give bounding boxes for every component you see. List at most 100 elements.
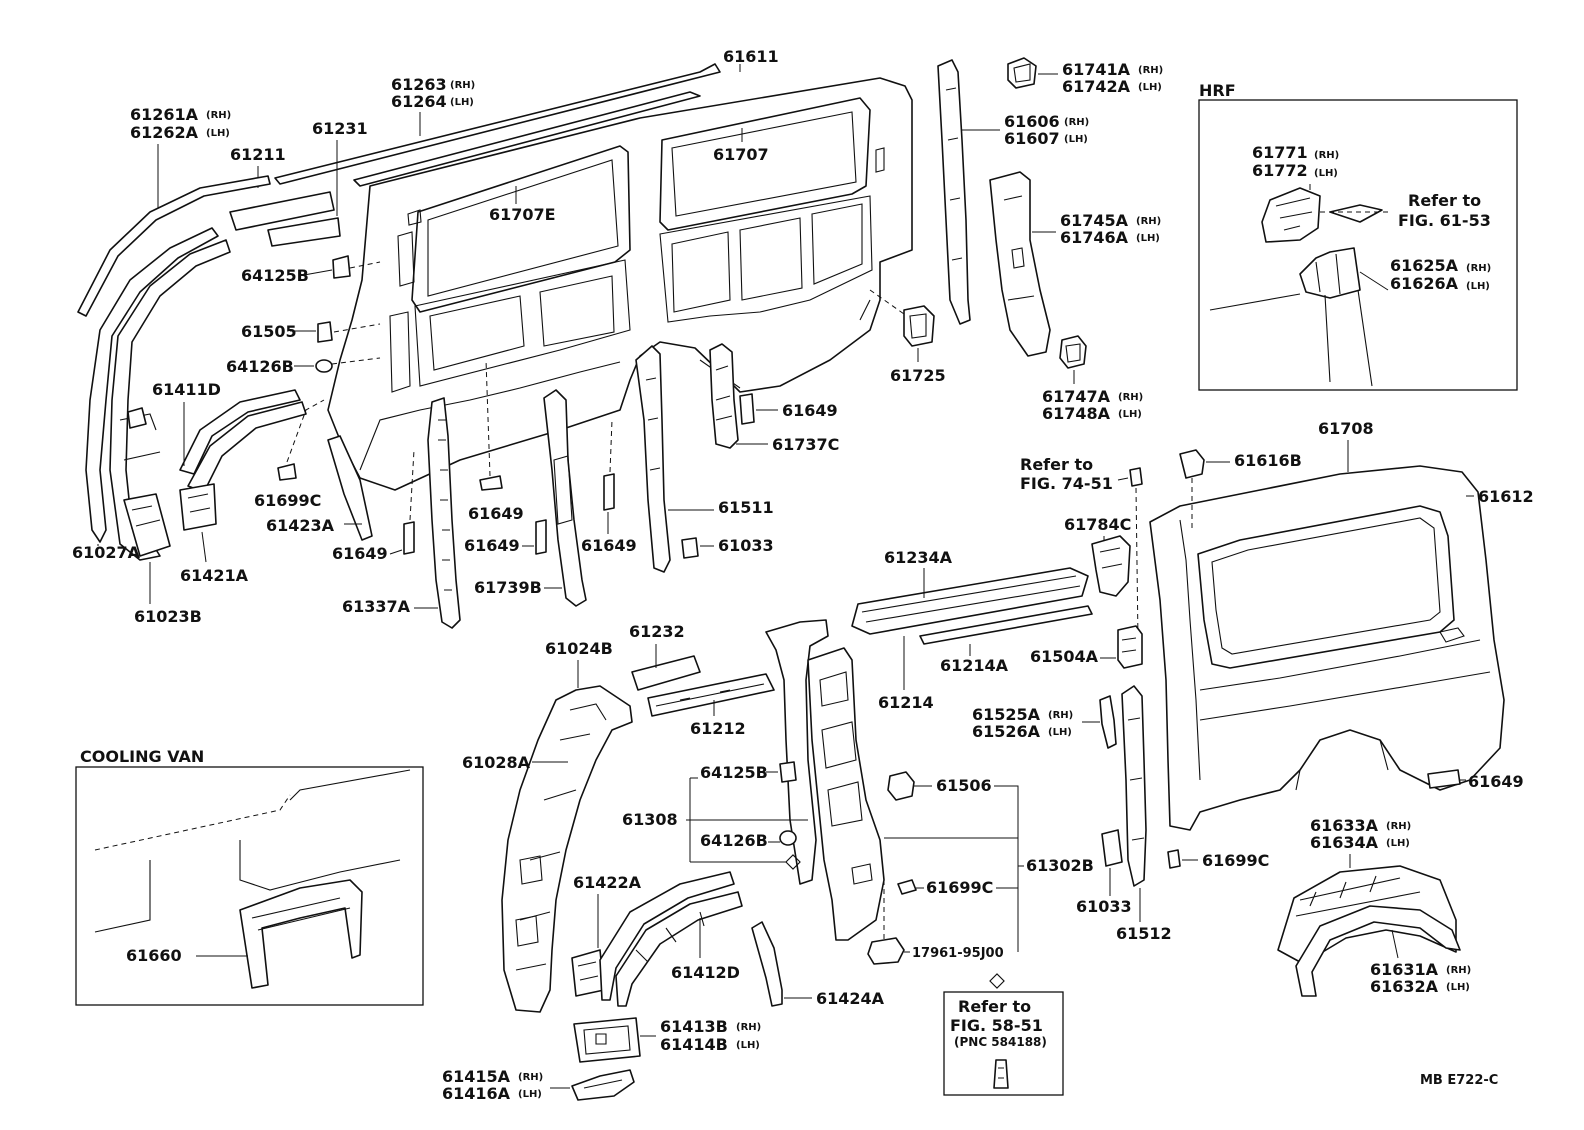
label-61631A: 61631A (1370, 960, 1439, 979)
label-17961: 17961-95J00 (912, 946, 1004, 961)
label-64125B-bot: 64125B (700, 763, 768, 782)
ref-fig-61-53-line1: Refer to (1408, 191, 1481, 210)
part-61649-right: 61649 (1427, 769, 1524, 791)
side-61416A: (LH) (518, 1089, 542, 1100)
diagram-code: MB E722-C (1420, 1073, 1498, 1088)
wheelhouse-61633A: 61633A (RH) 61634A (LH) 61631A (RH) 6163… (1277, 816, 1471, 997)
ref-fig-61-53-line2: FIG. 61-53 (1398, 211, 1491, 230)
label-61626A: 61626A (1390, 274, 1459, 293)
label-61607: 61607 (1004, 129, 1060, 148)
side-61771: (RH) (1314, 150, 1339, 161)
part-61504A: 61504A (1030, 625, 1143, 669)
label-61308: 61308 (622, 810, 678, 829)
part-61737C: 61649 61737C (709, 343, 839, 454)
label-61699C-right: 61699C (1202, 851, 1269, 870)
label-61699C-mid: 61699C (926, 878, 993, 897)
label-61506: 61506 (936, 776, 992, 795)
side-61261A: (RH) (206, 110, 231, 121)
label-61211: 61211 (230, 145, 286, 164)
side-61415A: (RH) (518, 1072, 543, 1083)
label-61424A: 61424A (816, 989, 885, 1008)
ref-fig-58-51-line1: Refer to (958, 997, 1031, 1016)
ref-fig-58-51-pnc: (PNC 584188) (954, 1035, 1047, 1049)
label-61660: 61660 (126, 946, 182, 965)
label-61261A: 61261A (130, 105, 199, 124)
ref-fig-74-51-line1: Refer to (1020, 455, 1093, 474)
side-61742A: (LH) (1138, 82, 1162, 93)
label-61504A: 61504A (1030, 647, 1099, 666)
left-pillar-assembly: 61027A 61023B (72, 227, 231, 626)
side-61748A: (LH) (1118, 409, 1142, 420)
part-61745A: 61745A (RH) 61746A (LH) (989, 171, 1161, 357)
label-61611: 61611 (723, 47, 779, 66)
side-61264: (LH) (450, 97, 474, 108)
label-61707E: 61707E (489, 205, 556, 224)
label-61411D: 61411D (152, 380, 221, 399)
label-61262A: 61262A (130, 123, 199, 142)
label-61649-b: 61649 (468, 504, 524, 523)
label-64126B-top: 64126B (226, 357, 294, 376)
label-61423A: 61423A (266, 516, 335, 535)
label-61422A: 61422A (573, 873, 642, 892)
label-61027A: 61027A (72, 543, 141, 562)
label-61214: 61214 (878, 693, 934, 712)
small-parts-left: 64125B 61505 64126B 61699C 61423A 61649 (226, 255, 415, 563)
label-61784C: 61784C (1064, 515, 1131, 534)
side-61525A: (RH) (1048, 710, 1073, 721)
label-61416A: 61416A (442, 1084, 511, 1103)
side-61634A: (LH) (1386, 838, 1410, 849)
label-61033-bot: 61033 (1076, 897, 1132, 916)
rocker-61234A: 61234A 61214A 61214 (851, 548, 1093, 712)
label-61649-e: 61649 (782, 401, 838, 420)
pillar-61337A: 61337A (342, 397, 461, 629)
label-61526A: 61526A (972, 722, 1041, 741)
label-61649-a: 61649 (332, 544, 388, 563)
label-61625A: 61625A (1390, 256, 1459, 275)
side-61747A: (RH) (1118, 392, 1143, 403)
part-61747A: 61747A (RH) 61748A (LH) (1042, 335, 1143, 423)
label-61525A: 61525A (972, 705, 1041, 724)
hrf-header: HRF (1199, 81, 1236, 100)
wheel-arch-61411D: 61411D 61421A (152, 380, 307, 585)
label-61745A: 61745A (1060, 211, 1129, 230)
label-61024B: 61024B (545, 639, 613, 658)
parts-61232-61212: 61232 61212 (629, 622, 775, 738)
label-61725: 61725 (890, 366, 946, 385)
side-61263: (RH) (450, 80, 475, 91)
label-61214A: 61214A (940, 656, 1009, 675)
ref-fig-74-51-line2: FIG. 74-51 (1020, 474, 1113, 493)
label-61707: 61707 (713, 145, 769, 164)
label-61263: 61263 (391, 75, 447, 94)
upper-left-rails (77, 175, 341, 317)
side-61631A: (RH) (1446, 965, 1471, 976)
label-61505: 61505 (241, 322, 297, 341)
label-61748A: 61748A (1042, 404, 1111, 423)
hrf-inset: HRF 61771 (RH) 61772 (LH) Refer to FIG. … (1198, 81, 1518, 391)
cooling-van-header: COOLING VAN (80, 747, 204, 766)
label-61414B: 61414B (660, 1035, 728, 1054)
label-61633A: 61633A (1310, 816, 1379, 835)
label-61023B: 61023B (134, 607, 202, 626)
side-61606: (RH) (1064, 117, 1089, 128)
label-61742A: 61742A (1062, 77, 1131, 96)
label-61337A: 61337A (342, 597, 411, 616)
label-61412D: 61412D (671, 963, 740, 982)
ref-58-51-box: Refer to FIG. 58-51 (PNC 584188) (943, 973, 1064, 1096)
label-61302B: 61302B (1026, 856, 1094, 875)
side-61626A: (LH) (1466, 281, 1490, 292)
side-61746A: (LH) (1136, 233, 1160, 244)
label-61616B: 61616B (1234, 451, 1302, 470)
wheel-arch-61412D: 61422A 61412D 61424A (571, 871, 885, 1008)
label-61632A: 61632A (1370, 977, 1439, 996)
side-61633A: (RH) (1386, 821, 1411, 832)
cooling-van-inset: COOLING VAN 61660 (75, 747, 424, 1006)
label-61649-f: 61649 (1468, 772, 1524, 791)
label-61264: 61264 (391, 92, 447, 111)
label-61415A: 61415A (442, 1067, 511, 1086)
label-61028A: 61028A (462, 753, 531, 772)
pillar-61606: 61606 (RH) 61607 (LH) (937, 59, 1089, 325)
parts-61649-61739B: 61649 61649 61739B 61649 (464, 359, 637, 607)
side-61625A: (RH) (1466, 263, 1491, 274)
label-61634A: 61634A (1310, 833, 1379, 852)
label-61212: 61212 (690, 719, 746, 738)
